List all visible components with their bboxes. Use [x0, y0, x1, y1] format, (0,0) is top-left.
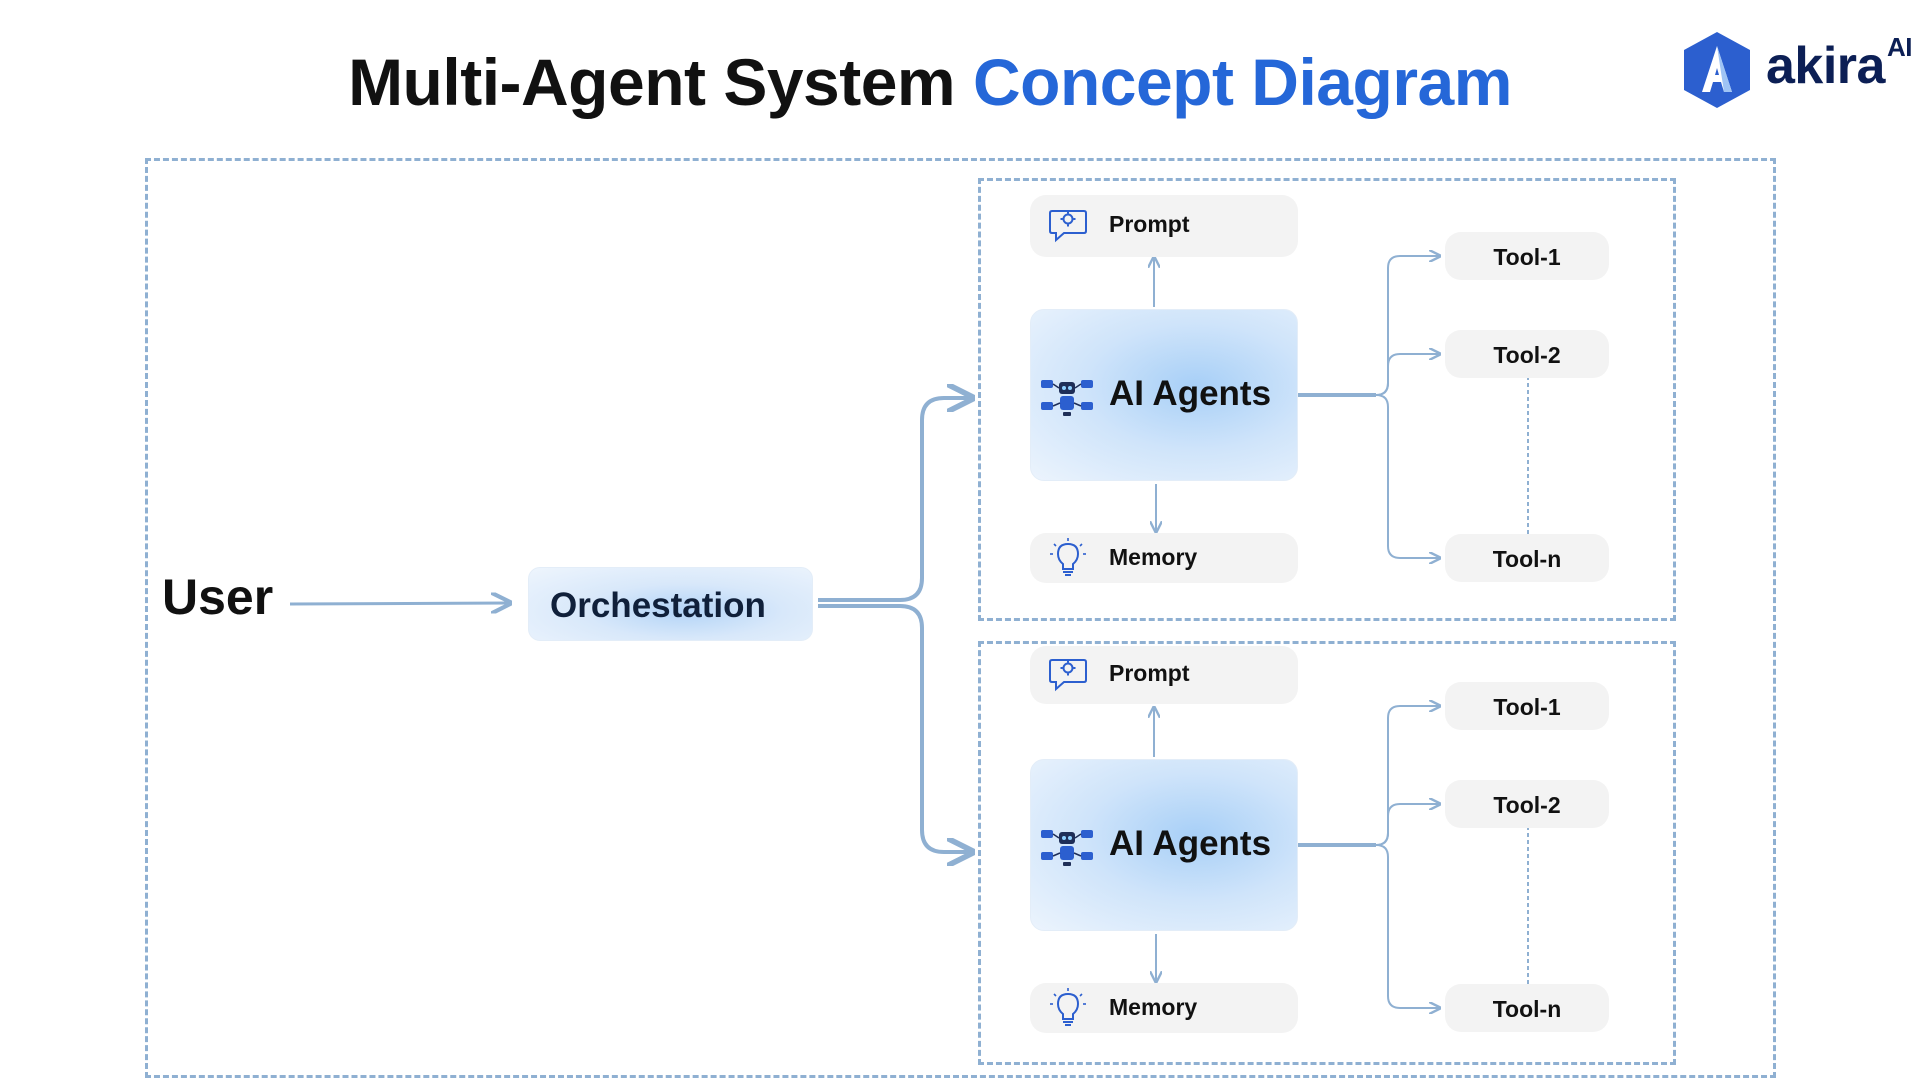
- akira-logo: akiraAI: [1680, 30, 1912, 110]
- robot-network-icon: [1041, 830, 1093, 866]
- g1-tool-2-node: Tool-2: [1445, 330, 1609, 378]
- g2-memory-label: Memory: [1109, 994, 1198, 1020]
- orchestration-node: Orchestation: [528, 567, 813, 641]
- user-label: User: [162, 569, 274, 625]
- g2-prompt-node: Prompt: [1030, 646, 1298, 704]
- g1-tool-1-node: Tool-1: [1445, 232, 1609, 280]
- chat-gear-icon: [1049, 210, 1087, 243]
- g2-tool-1-node: Tool-1: [1445, 682, 1609, 730]
- logo-wordmark: akiraAI: [1766, 32, 1912, 96]
- g1-memory-label: Memory: [1109, 544, 1198, 570]
- g1-tool-1-label: Tool-1: [1493, 244, 1561, 270]
- g1-tool-n-node: Tool-n: [1445, 534, 1609, 582]
- g1-prompt-label: Prompt: [1109, 211, 1190, 237]
- robot-network-icon: [1041, 380, 1093, 416]
- g1-tool-n-label: Tool-n: [1492, 546, 1562, 572]
- g1-memory-node: Memory: [1030, 533, 1298, 583]
- g2-prompt-label: Prompt: [1109, 660, 1190, 686]
- title-main: Multi-Agent System: [348, 45, 956, 119]
- title-accent: Concept Diagram: [972, 45, 1512, 119]
- akira-a-logo-icon: [1684, 32, 1750, 108]
- logo-text: akira: [1766, 37, 1885, 95]
- logo-sup: AI: [1886, 32, 1913, 62]
- g2-tool-2-label: Tool-2: [1493, 792, 1561, 818]
- g2-ai-agents-node: AI Agents: [1030, 759, 1298, 931]
- g2-ai-agents-label: AI Agents: [1109, 824, 1272, 863]
- g1-tool-2-label: Tool-2: [1493, 342, 1561, 368]
- g1-prompt-node: Prompt: [1030, 195, 1298, 257]
- g2-tool-2-node: Tool-2: [1445, 780, 1609, 828]
- agent-group-frame-2: [978, 641, 1676, 1065]
- lightbulb-icon: [1050, 988, 1086, 1026]
- g2-tool-n-label: Tool-n: [1492, 996, 1562, 1022]
- orchestration-label: Orchestation: [550, 586, 766, 625]
- g1-ai-agents-label: AI Agents: [1109, 374, 1272, 413]
- g1-ai-agents-node: AI Agents: [1030, 309, 1298, 481]
- g2-memory-node: Memory: [1030, 983, 1298, 1033]
- diagram-title: Multi-Agent System Concept Diagram: [0, 44, 1860, 120]
- system-boundary: [145, 158, 1776, 1078]
- agent-group-frame-1: [978, 178, 1676, 621]
- g2-tool-n-node: Tool-n: [1445, 984, 1609, 1032]
- lightbulb-icon: [1050, 538, 1086, 576]
- g2-tool-1-label: Tool-1: [1493, 694, 1561, 720]
- chat-gear-icon: [1049, 659, 1087, 692]
